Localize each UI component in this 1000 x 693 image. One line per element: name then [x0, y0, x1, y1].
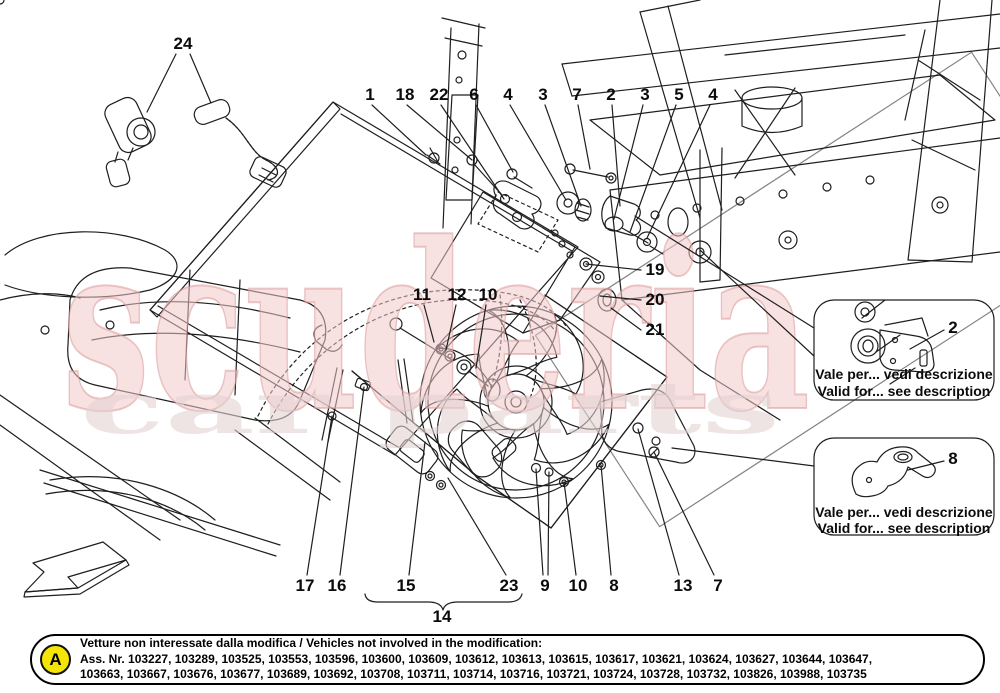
group-brace-14: 14 [364, 593, 523, 626]
callout-8: 8 [609, 576, 618, 595]
detail-box-8-caption-it: Vale per... vedi descrizione [815, 504, 993, 520]
leader-line-23 [447, 477, 507, 576]
callout-1: 1 [365, 85, 374, 104]
note-line-assemblies-2: 103663, 103667, 103676, 103677, 103689, … [80, 667, 867, 682]
leader-line-19 [585, 263, 642, 271]
leader-line-7 [653, 451, 715, 576]
leader-line-9 [547, 471, 550, 576]
callout-23: 23 [500, 576, 519, 595]
callout-10: 10 [479, 285, 498, 304]
leader-line-7 [577, 104, 591, 170]
callout-10: 10 [569, 576, 588, 595]
callout-11: 11 [413, 285, 431, 304]
callout-2: 2 [606, 85, 615, 104]
leader-line-6 [475, 104, 514, 173]
callout-20: 20 [646, 290, 665, 309]
leader-line-12 [445, 304, 457, 351]
watermark: scuderia car parts [61, 51, 1000, 528]
callout-4: 4 [503, 85, 513, 104]
callout-9: 9 [540, 576, 549, 595]
callout-17: 17 [296, 576, 315, 595]
callout-7: 7 [713, 576, 722, 595]
leader-line-8 [600, 464, 612, 576]
note-line-assemblies-1: Ass. Nr. 103227, 103289, 103525, 103553,… [80, 651, 873, 666]
air-duct [0, 231, 341, 557]
detail-box-2-number: 2 [948, 318, 957, 337]
watermark-sub: car parts [80, 365, 780, 450]
fastener-cluster [389, 154, 664, 402]
bracket-part-drawing [851, 446, 936, 498]
leader-line-13 [637, 428, 680, 576]
detail-box-2-caption-it: Vale per... vedi descrizione [815, 366, 993, 382]
leader-line-9 [535, 468, 544, 576]
callout-3: 3 [640, 85, 649, 104]
note-line-title: Vetture non interessate dalla modifica /… [80, 636, 543, 651]
leader-line-20 [599, 295, 642, 301]
callout-7: 7 [572, 85, 581, 104]
note-badge-a: A [40, 644, 71, 675]
leader-line-2 [611, 104, 621, 207]
callout-5: 5 [674, 85, 683, 104]
watermark-brand: scuderia [62, 193, 810, 463]
leader-line-5 [629, 104, 677, 233]
leader-line-3 [613, 104, 644, 220]
callout-15: 15 [397, 576, 416, 595]
leader-line-16 [339, 386, 365, 576]
callout-13: 13 [674, 576, 693, 595]
direction-arrow [23, 541, 130, 598]
leader-line-17 [306, 415, 333, 576]
leader-line-22 [440, 104, 505, 200]
detail-box-8-number: 8 [948, 449, 957, 468]
fan-assembly [351, 290, 696, 529]
leader-line-4 [646, 104, 711, 239]
leader-line-24 [146, 53, 177, 113]
callout-16: 16 [328, 576, 347, 595]
callout-14: 14 [433, 607, 452, 626]
detail-box-2-caption-en: Valid for... see description [818, 383, 991, 399]
clamp-part-drawing [850, 317, 935, 373]
callout-24: 24 [174, 34, 193, 53]
leader-line-10 [475, 304, 487, 369]
callout-12: 12 [448, 285, 467, 304]
sensor-and-cable [104, 96, 287, 188]
note-badge-letter: A [49, 650, 62, 669]
leader-line-4 [509, 104, 567, 201]
detail-box-8-caption-en: Valid for... see description [818, 520, 991, 536]
chassis-frame [0, 0, 1000, 421]
leader-line-3 [544, 104, 582, 207]
callout-4: 4 [708, 85, 718, 104]
modification-note: A Vetture non interessate dalla modifica… [30, 634, 985, 685]
leader-line-10 [563, 481, 577, 576]
front-upright [441, 17, 486, 229]
leader-line-1 [371, 104, 427, 156]
callout-3: 3 [538, 85, 547, 104]
callout-19: 19 [646, 260, 665, 279]
leader-line-24 [189, 53, 212, 104]
detail-box-2-frame [813, 299, 995, 401]
leader-line-18 [406, 104, 473, 161]
callout-21: 21 [646, 320, 665, 339]
lower-support [321, 358, 447, 491]
leader-line-21 [610, 307, 642, 331]
detail-box-8-frame [813, 437, 995, 536]
checkered-flag [534, 51, 1000, 528]
callout-18: 18 [396, 85, 415, 104]
leader-line-11 [423, 304, 435, 343]
callout-6: 6 [469, 85, 478, 104]
callout-22: 22 [430, 85, 449, 104]
leader-line-15 [408, 441, 426, 576]
modification-note-text: Vetture non interessate dalla modifica /… [80, 636, 872, 683]
detail-boxes: 2 Vale per... vedi descrizione Valid for… [634, 215, 995, 536]
